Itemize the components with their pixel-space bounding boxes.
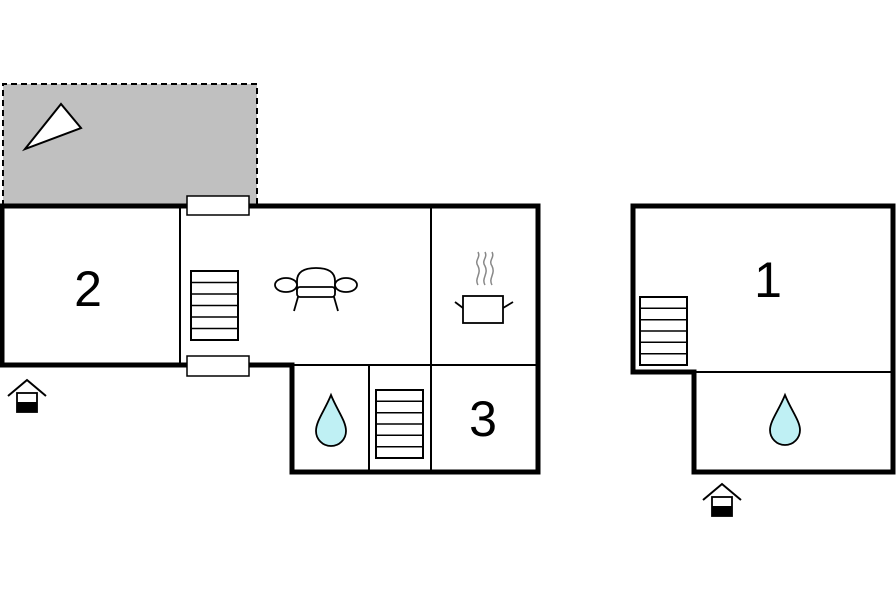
- ground-floor-outer-walls: [0, 203, 541, 475]
- water-drop-icon: [315, 392, 347, 447]
- window: [186, 195, 250, 216]
- terrace-area: [3, 84, 257, 206]
- room-number: 1: [754, 252, 782, 308]
- terrace: [2, 83, 258, 206]
- room-number: 2: [74, 261, 102, 317]
- sofa-icon: [274, 267, 358, 312]
- upper-floor-outer-walls: [630, 203, 896, 475]
- window: [186, 355, 250, 377]
- cooking-pot-icon: [454, 251, 514, 324]
- room-number: 3: [469, 391, 497, 447]
- staircase-icon: [190, 270, 239, 341]
- terrace-dashed-border: [2, 83, 258, 206]
- water-drop-icon: [769, 392, 801, 446]
- terrace-triangle-icon: [21, 102, 83, 152]
- staircase-icon: [639, 296, 688, 366]
- upper-floor: 1: [630, 203, 896, 517]
- staircase-icon: [375, 389, 424, 459]
- ground-floor: 2: [0, 195, 541, 475]
- entrance-icon: [7, 378, 47, 413]
- entrance-icon: [702, 482, 742, 517]
